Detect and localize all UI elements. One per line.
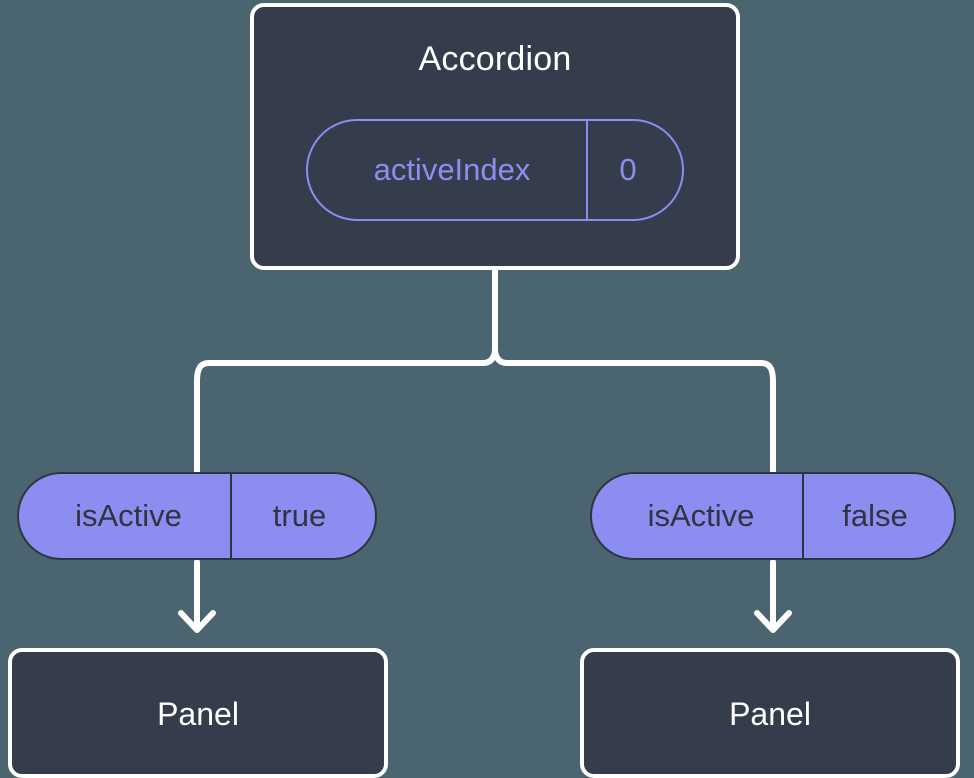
node-panel-right[interactable]: Panel (580, 648, 960, 778)
prop-pill-value: true (272, 498, 327, 533)
arrow-left-head (178, 610, 216, 633)
state-pill-key: activeIndex (308, 121, 588, 219)
state-pill-value: 0 (619, 152, 637, 187)
node-panel-left-title: Panel (157, 696, 239, 732)
prop-pill-key: isActive (592, 474, 804, 558)
arrow-right-head (754, 610, 792, 633)
prop-pill-isactive-false[interactable]: isActive false (590, 472, 956, 560)
connector-left-branch (194, 267, 498, 475)
node-panel-left[interactable]: Panel (8, 648, 388, 778)
prop-pill-isactive-true[interactable]: isActive true (17, 472, 377, 560)
prop-pill-value: false (842, 498, 908, 533)
connector-right-branch (492, 347, 776, 475)
prop-pill-key: isActive (19, 474, 232, 558)
node-accordion-title: Accordion (418, 40, 572, 78)
node-panel-right-title: Panel (729, 696, 811, 732)
state-pill-activeindex[interactable]: activeIndex 0 (306, 119, 684, 221)
